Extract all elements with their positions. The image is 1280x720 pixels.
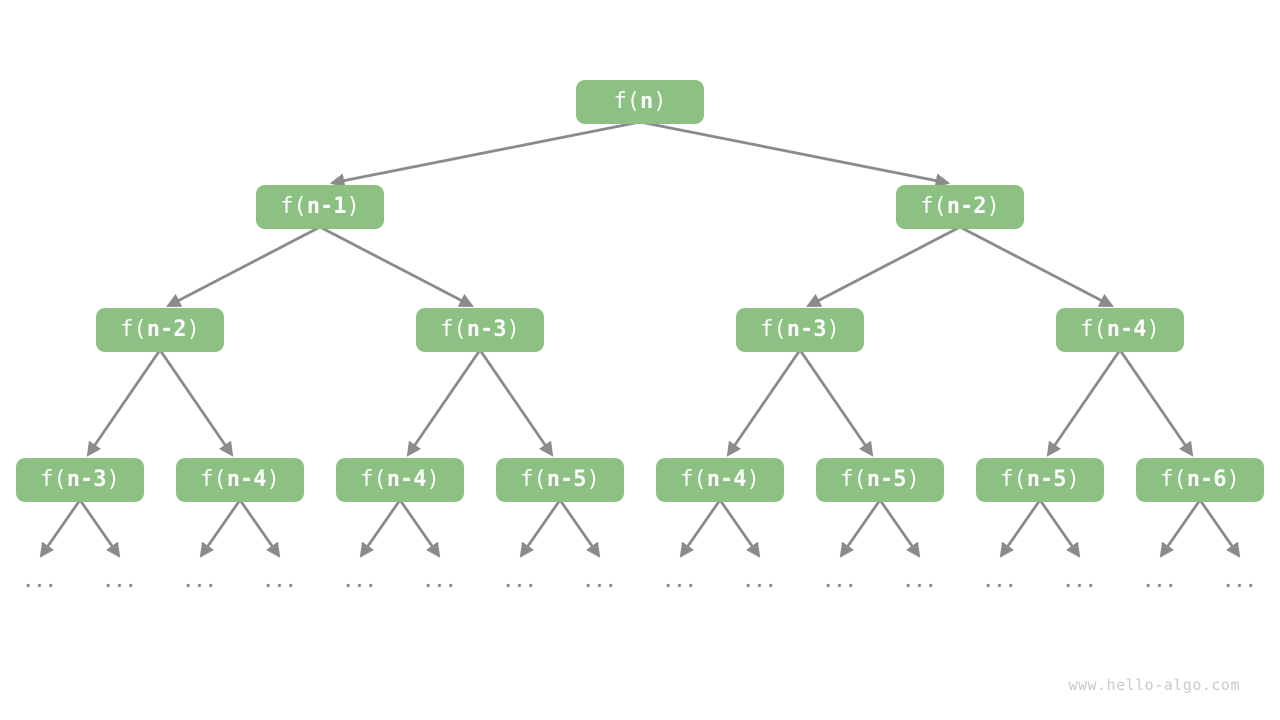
node-label-arg: n-3 — [466, 317, 507, 342]
node-label-prefix: f( — [520, 467, 547, 492]
node-label-suffix: ) — [506, 317, 520, 342]
ellipsis: ... — [663, 572, 697, 592]
node-label-suffix: ) — [186, 317, 200, 342]
node-label-prefix: f( — [440, 317, 467, 342]
node-label-prefix: f( — [760, 317, 787, 342]
node-label-prefix: f( — [40, 467, 67, 492]
node-label-arg: n-3 — [66, 467, 107, 492]
node-label-suffix: ) — [1226, 467, 1240, 492]
node-f-n: f(n) — [576, 80, 704, 124]
node-label-prefix: f( — [1160, 467, 1187, 492]
node-label-arg: n-5 — [546, 467, 587, 492]
node-f-n-2: f(n-2) — [896, 185, 1024, 229]
ellipsis: ... — [983, 572, 1017, 592]
ellipsis: ... — [743, 572, 777, 592]
node-label-arg: n-4 — [706, 467, 747, 492]
node-label-arg: n-1 — [306, 194, 347, 219]
ellipsis: ... — [903, 572, 937, 592]
node-label-suffix: ) — [826, 317, 840, 342]
node-label-prefix: f( — [1000, 467, 1027, 492]
ellipsis: ... — [23, 572, 57, 592]
node-l3-0-f-n-3: f(n-3) — [16, 458, 144, 502]
ellipsis: ... — [1223, 572, 1257, 592]
node-l3-5-f-n-5: f(n-5) — [816, 458, 944, 502]
node-label-prefix: f( — [120, 317, 147, 342]
node-l2-2-f-n-3: f(n-3) — [736, 308, 864, 352]
node-f-n-1: f(n-1) — [256, 185, 384, 229]
node-label-prefix: f( — [613, 89, 641, 114]
ellipsis: ... — [583, 572, 617, 592]
node-label-suffix: ) — [746, 467, 760, 492]
node-label-suffix: ) — [906, 467, 920, 492]
node-label-suffix: ) — [653, 89, 667, 114]
node-l3-3-f-n-5: f(n-5) — [496, 458, 624, 502]
node-l2-1-f-n-3: f(n-3) — [416, 308, 544, 352]
ellipsis: ... — [103, 572, 137, 592]
node-label-suffix: ) — [1146, 317, 1160, 342]
node-l3-1-f-n-4: f(n-4) — [176, 458, 304, 502]
node-l3-4-f-n-4: f(n-4) — [656, 458, 784, 502]
node-label-arg: n-5 — [1026, 467, 1067, 492]
ellipsis: ... — [263, 572, 297, 592]
watermark: www.hello-algo.com — [1068, 676, 1240, 694]
node-l3-7-f-n-6: f(n-6) — [1136, 458, 1264, 502]
node-label-suffix: ) — [1066, 467, 1080, 492]
node-label-prefix: f( — [360, 467, 387, 492]
node-label-arg: n-4 — [226, 467, 267, 492]
node-label-suffix: ) — [106, 467, 120, 492]
node-l2-3-f-n-4: f(n-4) — [1056, 308, 1184, 352]
node-l3-2-f-n-4: f(n-4) — [336, 458, 464, 502]
ellipsis: ... — [423, 572, 457, 592]
node-label-prefix: f( — [680, 467, 707, 492]
node-label-prefix: f( — [920, 194, 947, 219]
node-label-suffix: ) — [986, 194, 1000, 219]
node-label-arg: n — [640, 89, 654, 114]
node-l2-0-f-n-2: f(n-2) — [96, 308, 224, 352]
node-label-prefix: f( — [200, 467, 227, 492]
ellipsis: ... — [183, 572, 217, 592]
node-label-prefix: f( — [1080, 317, 1107, 342]
ellipsis: ... — [823, 572, 857, 592]
node-l3-6-f-n-5: f(n-5) — [976, 458, 1104, 502]
node-label-arg: n-4 — [1106, 317, 1147, 342]
node-label-prefix: f( — [840, 467, 867, 492]
node-label-arg: n-2 — [146, 317, 187, 342]
node-label-suffix: ) — [426, 467, 440, 492]
ellipsis: ... — [1063, 572, 1097, 592]
node-label-arg: n-2 — [946, 194, 987, 219]
ellipsis: ... — [503, 572, 537, 592]
node-label-arg: n-6 — [1186, 467, 1227, 492]
node-label-suffix: ) — [586, 467, 600, 492]
node-label-suffix: ) — [266, 467, 280, 492]
ellipsis: ... — [343, 572, 377, 592]
node-label-arg: n-5 — [866, 467, 907, 492]
node-label-arg: n-4 — [386, 467, 427, 492]
ellipsis: ... — [1143, 572, 1177, 592]
node-label-arg: n-3 — [786, 317, 827, 342]
node-label-prefix: f( — [280, 194, 307, 219]
node-label-suffix: ) — [346, 194, 360, 219]
